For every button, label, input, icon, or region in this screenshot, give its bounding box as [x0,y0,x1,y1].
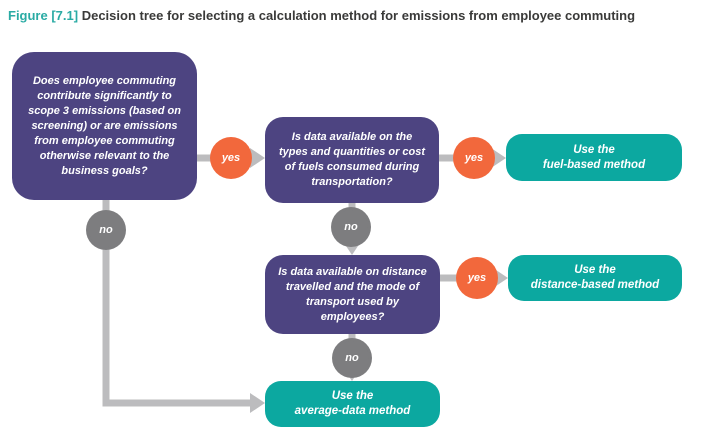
no-badge-q3: no [332,338,372,378]
yes-badge-q3: yes [456,257,498,299]
no-badge-q1: no [86,210,126,250]
result-node-fuel-based-method: Use the fuel-based method [506,134,682,181]
arrowhead-into-average-left [250,393,265,413]
result-line1: Use the [573,143,615,156]
arrowhead-into-q2 [250,148,265,168]
result-node-distance-based-method: Use the distance-based method [508,255,682,301]
figure-caption: Figure [7.1] Decision tree for selecting… [8,8,635,24]
result-line2: average-data method [294,405,411,417]
decision-node-fuel-data: Is data available on the types and quant… [265,117,439,203]
result-line2: fuel-based method [542,158,646,171]
result-line1: Use the [331,390,374,402]
figure-title-text: Decision tree for selecting a calculatio… [81,8,636,23]
result-line2: distance-based method [530,279,660,291]
connector-q1-no-to-average [102,199,252,407]
decision-node-distance-data: Is data available on distance travelled … [265,255,440,334]
result-line1: Use the [574,264,616,276]
yes-badge-q2: yes [453,137,495,179]
arrowhead-into-fuel [491,148,506,168]
no-badge-q2: no [331,207,371,247]
figure-label: Figure [7.1] [8,8,79,23]
result-node-average-data-method: Use the average-data method [265,381,440,427]
decision-node-commuting-relevance: Does employee commuting contribute signi… [12,52,197,200]
yes-badge-q1: yes [210,137,252,179]
